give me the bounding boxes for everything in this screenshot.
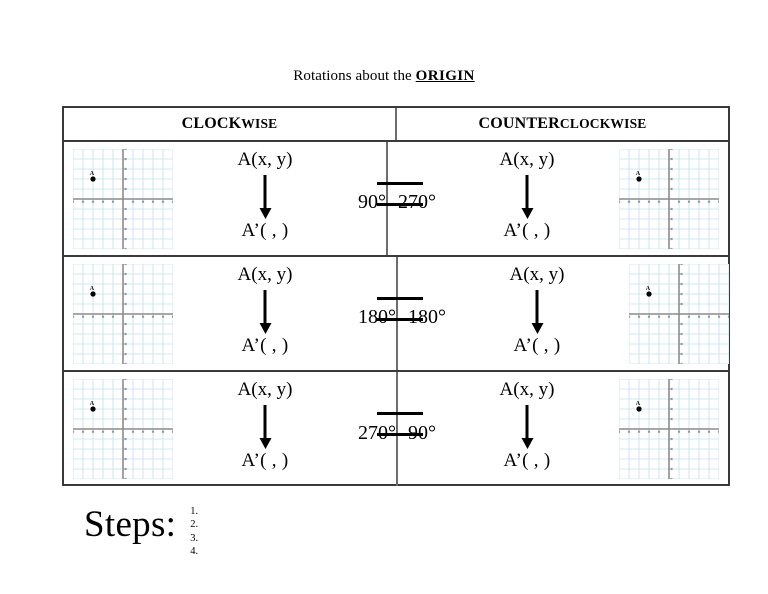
plotted-point-a [646, 290, 652, 297]
equivalence-connector [377, 297, 423, 321]
coordinate-grid-icon: A [616, 146, 722, 251]
list-item[interactable]: 3. [190, 532, 199, 544]
plotted-point-a [90, 175, 96, 182]
mapping-block-clockwise-row3: A(x, y) A’( , ) [176, 379, 354, 479]
down-arrow-icon [521, 405, 534, 451]
coordinate-grid-icon: A [616, 377, 722, 482]
coordinate-plane: A [619, 148, 719, 249]
down-arrow-icon [531, 289, 544, 336]
plotted-point-a [90, 290, 96, 297]
steps-label: Steps: [84, 504, 177, 545]
image-label[interactable]: A’( , ) [241, 450, 289, 471]
table-row: A A(x, y) A’( , ) 270° 90° A(x, y) A’( ,… [64, 372, 728, 486]
cell-counterclockwise-row3: 90° A(x, y) A’( , ) A [398, 372, 728, 486]
coordinate-grid-icon: A [70, 146, 176, 251]
coordinate-plane: A [629, 263, 729, 364]
down-arrow-icon [521, 174, 534, 221]
mapping-block-counterclockwise-row1: A(x, y) A’( , ) [438, 149, 616, 249]
preimage-label: A(x, y) [499, 148, 555, 170]
mapping-block-clockwise-row2: A(x, y) A’( , ) [176, 264, 354, 364]
mapping-block-clockwise-row1: A(x, y) A’( , ) [176, 149, 354, 249]
image-label[interactable]: A’( , ) [503, 450, 551, 471]
point-label-a: A [636, 170, 641, 176]
degree-label-clockwise-row2: 180° [358, 306, 396, 328]
list-item[interactable]: 4. [190, 545, 199, 557]
degree-label-clockwise-row1: 90° [358, 191, 386, 213]
cell-counterclockwise-row1: 270° A(x, y) A’( , ) A [388, 142, 728, 255]
degree-label-counterclockwise-row1: 270° [398, 191, 436, 213]
column-header-counterclockwise-rest: CLOCKWISE [559, 116, 647, 132]
plotted-point-a [90, 406, 96, 412]
preimage-label: A(x, y) [509, 263, 565, 285]
page-title-plain: Rotations about the [293, 68, 416, 84]
page-title-emphasis: ORIGIN [415, 68, 475, 84]
plotted-point-a [636, 406, 642, 412]
point-label-a: A [646, 285, 651, 291]
page-title: Rotations about the ORIGIN [0, 68, 768, 85]
image-label[interactable]: A’( , ) [241, 334, 289, 356]
image-label[interactable]: A’( , ) [241, 219, 289, 241]
column-header-counterclockwise-strong: COUNTER [478, 115, 560, 132]
degree-label-counterclockwise-row2: 180° [408, 306, 446, 328]
equivalence-connector [377, 182, 423, 206]
point-label-a: A [90, 401, 95, 407]
preimage-label: A(x, y) [237, 148, 293, 170]
cell-clockwise-row3: A A(x, y) A’( , ) 270° [64, 372, 398, 486]
coordinate-plane: A [73, 148, 173, 249]
list-item[interactable]: 2. [190, 519, 199, 531]
degree-label-clockwise-row3: 270° [358, 422, 396, 445]
down-arrow-icon [259, 289, 272, 336]
mapping-block-counterclockwise-row3: A(x, y) A’( , ) [438, 379, 616, 479]
image-label[interactable]: A’( , ) [513, 334, 561, 356]
point-label-a: A [90, 170, 95, 176]
column-header-clockwise-rest: WISE [241, 116, 278, 132]
preimage-label: A(x, y) [499, 379, 555, 400]
preimage-label: A(x, y) [237, 379, 293, 400]
steps-section: Steps: 1. 2. 3. 4. [84, 503, 198, 558]
coordinate-plane: A [73, 263, 173, 364]
degree-label-counterclockwise-row3: 90° [408, 422, 436, 445]
table-row: A A(x, y) A’( , ) 180° 180° A(x, y) A’( … [64, 257, 729, 372]
plotted-point-a [636, 175, 642, 182]
down-arrow-icon [259, 174, 272, 221]
cell-counterclockwise-row2: 180° A(x, y) A’( , ) A [398, 257, 738, 370]
coordinate-grid-icon: A [70, 377, 176, 482]
coordinate-grid-icon: A [70, 261, 176, 366]
coordinate-plane: A [619, 379, 719, 479]
mapping-block-counterclockwise-row2: A(x, y) A’( , ) [448, 264, 626, 364]
steps-list: 1. 2. 3. 4. [190, 505, 198, 558]
down-arrow-icon [259, 405, 272, 451]
equivalence-connector [377, 412, 423, 436]
point-label-a: A [636, 401, 641, 407]
table-row: A A(x, y) A’( , ) 90° 270° A(x, y) A’( ,… [64, 142, 728, 257]
image-label[interactable]: A’( , ) [503, 219, 551, 241]
preimage-label: A(x, y) [237, 263, 293, 285]
coordinate-plane: A [73, 379, 173, 479]
cell-clockwise-row1: A A(x, y) A’( , ) 90° [64, 142, 388, 255]
point-label-a: A [90, 285, 95, 291]
list-item[interactable]: 1. [190, 506, 199, 517]
column-header-clockwise-strong: CLOCK [181, 115, 242, 132]
coordinate-grid-icon: A [626, 261, 732, 366]
cell-clockwise-row2: A A(x, y) A’( , ) 180° [64, 257, 398, 370]
